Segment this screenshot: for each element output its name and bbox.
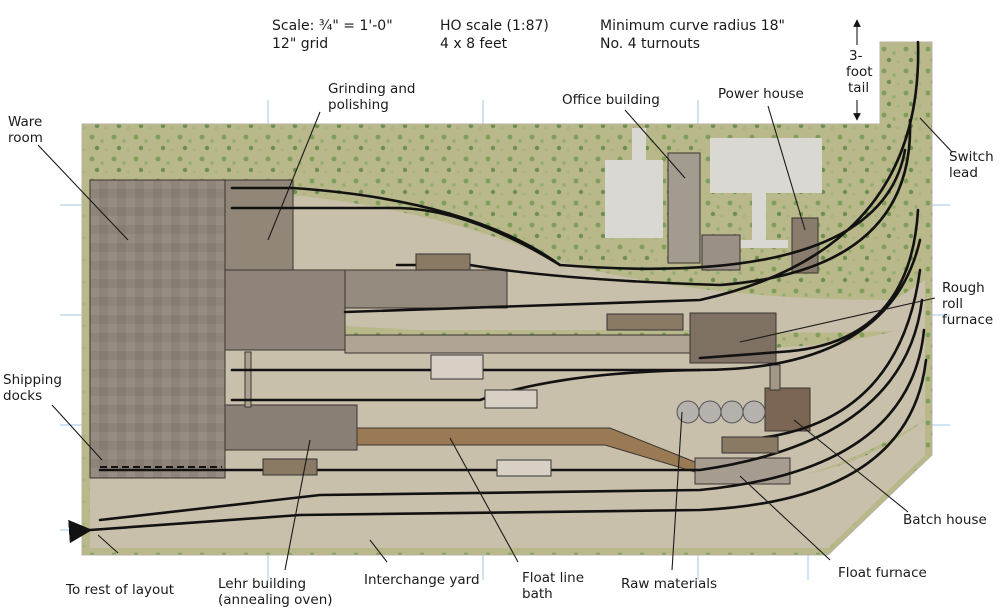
- svg-text:3-: 3-: [849, 48, 863, 64]
- freight-car: [262, 458, 318, 476]
- label-float-furnace: Float furnace: [838, 565, 927, 581]
- label-to-rest: To rest of layout: [65, 582, 174, 598]
- grinding-building: [224, 179, 294, 271]
- freight-car: [484, 389, 538, 409]
- callout-labels: Ware room Grinding and polishing Office …: [3, 81, 994, 608]
- batch-house-building: [764, 387, 811, 432]
- label-batch-house: Batch house: [903, 512, 987, 528]
- lehr-building: [224, 404, 358, 451]
- office-building: [667, 152, 701, 264]
- label-power-house: Power house: [718, 86, 804, 102]
- main-plant-roof: [224, 269, 346, 351]
- freight-car: [430, 354, 484, 380]
- conveyor-upper: [344, 334, 691, 354]
- grid-text: 12" grid: [272, 36, 328, 52]
- tail-label: 3- foot tail: [846, 48, 873, 96]
- label-rough-roll: roll: [942, 296, 963, 312]
- label-lehr: (annealing oven): [218, 592, 333, 608]
- rolling-stock: [262, 253, 779, 477]
- label-switch-lead: Switch: [949, 149, 994, 165]
- tracks: [68, 40, 928, 544]
- header-info: Scale: ¾" = 1'-0" 12" grid HO scale (1:8…: [272, 18, 785, 52]
- label-raw-materials: Raw materials: [621, 576, 717, 592]
- concrete-pads: [605, 128, 822, 248]
- turnouts-text: No. 4 turnouts: [600, 36, 700, 52]
- freight-car: [721, 436, 779, 454]
- freight-car: [496, 459, 552, 477]
- label-ware-room: Ware: [8, 114, 42, 130]
- label-switch-lead: lead: [949, 165, 978, 181]
- raw-materials-silos: [676, 400, 766, 424]
- label-lehr: Lehr building: [218, 576, 306, 592]
- wall-strip: [244, 351, 252, 408]
- ho-scale-text: HO scale (1:87): [440, 18, 549, 34]
- label-ware-room: room: [8, 130, 43, 146]
- leader-lines: [37, 105, 953, 571]
- grinding-annex: [344, 269, 508, 309]
- label-float-bath: bath: [522, 586, 553, 602]
- freight-car: [415, 253, 471, 271]
- label-rough-roll: furnace: [942, 312, 993, 328]
- freight-car: [606, 313, 684, 331]
- size-text: 4 x 8 feet: [440, 36, 508, 52]
- label-rough-roll: Rough: [942, 280, 985, 296]
- buildings: [89, 152, 819, 485]
- curve-radius-text: Minimum curve radius 18": [600, 18, 785, 34]
- label-shipping: Shipping: [3, 372, 62, 388]
- label-float-bath: Float line: [522, 570, 584, 586]
- batch-conveyor: [769, 364, 781, 391]
- label-grinding: Grinding and: [328, 81, 415, 97]
- svg-text:foot: foot: [846, 64, 873, 80]
- label-shipping: docks: [3, 388, 42, 404]
- label-office: Office building: [562, 92, 660, 108]
- label-grinding: polishing: [328, 97, 389, 113]
- ware-room-building: [89, 179, 226, 479]
- scale-text: Scale: ¾" = 1'-0": [272, 18, 393, 34]
- label-interchange: Interchange yard: [364, 572, 480, 588]
- grid-lines: [60, 100, 950, 580]
- svg-text:tail: tail: [848, 80, 869, 96]
